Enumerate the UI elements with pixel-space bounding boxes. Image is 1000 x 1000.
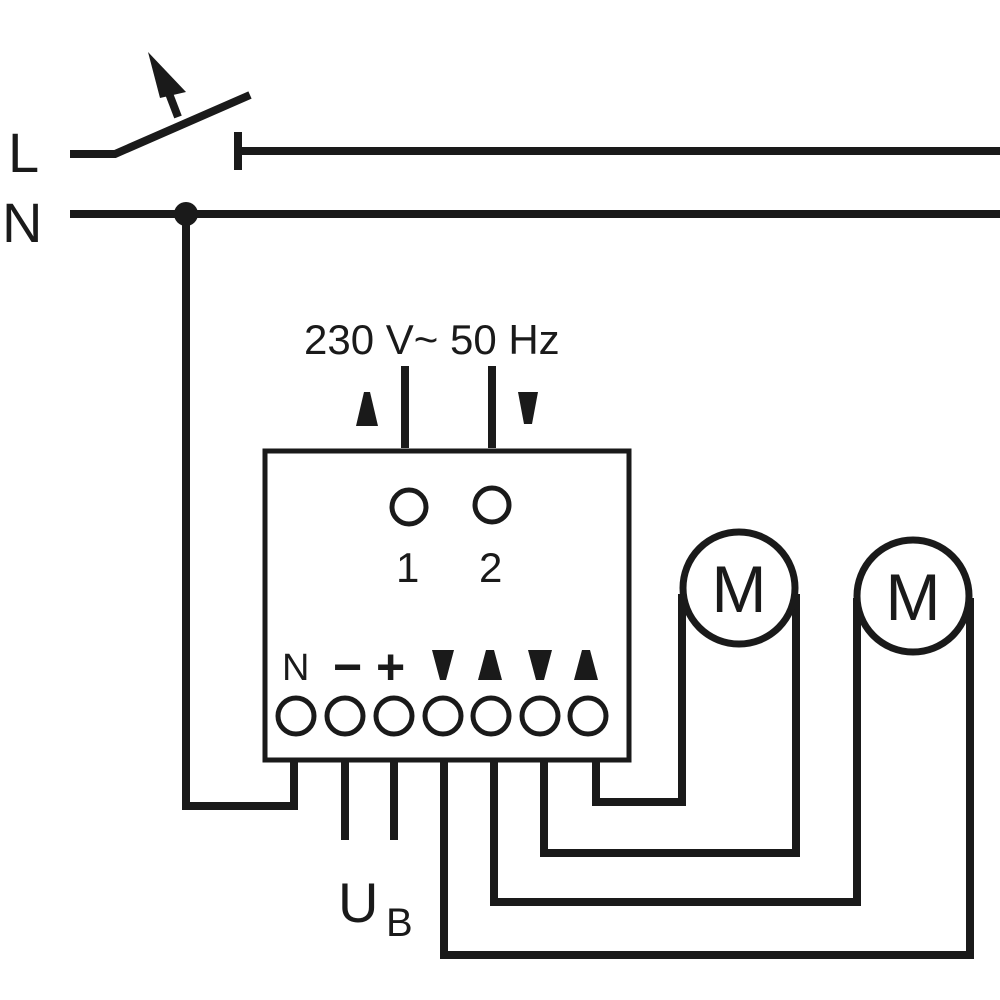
wire-N-to-actuator <box>182 214 298 810</box>
terminal-label-N: N <box>282 647 309 689</box>
terminal-plus <box>373 695 415 737</box>
terminal-down-2 <box>519 695 561 737</box>
wire-motor2-a <box>490 598 861 906</box>
ub-subscript: B <box>386 901 413 945</box>
up-arrow-icon <box>356 392 378 426</box>
terminal-up-2 <box>567 695 609 737</box>
terminal-up-arrow-icon <box>478 650 502 680</box>
supply-label: 230 V~ 50 Hz <box>304 316 560 363</box>
ub-label: U <box>338 871 378 934</box>
switch-lever <box>70 91 252 158</box>
motor-1-label: M <box>712 552 767 626</box>
input-terminal-1 <box>389 487 429 527</box>
wire-motor2-b <box>440 598 974 959</box>
wire-motor1-a <box>592 594 686 806</box>
terminal-down-arrow-icon-2 <box>528 650 552 680</box>
terminal-N <box>275 695 317 737</box>
input-label-2: 2 <box>479 544 502 591</box>
input-terminal-2 <box>472 485 512 525</box>
down-arrow-icon <box>518 392 538 424</box>
wire-motor1-b <box>540 594 800 857</box>
label-L: L <box>8 121 39 184</box>
terminal-label-plus: + <box>376 639 405 695</box>
terminal-label-minus: − <box>333 639 362 695</box>
motor-1 <box>679 528 799 648</box>
input-label-1: 1 <box>396 544 419 591</box>
terminal-down-1 <box>422 695 464 737</box>
motor-2-label: M <box>886 560 941 634</box>
actuator-box <box>262 448 632 763</box>
terminal-up-arrow-icon-2 <box>574 650 598 680</box>
label-N: N <box>2 191 42 254</box>
terminal-minus <box>324 695 366 737</box>
switch-arrow-icon <box>148 52 186 98</box>
terminal-up-1 <box>470 695 512 737</box>
motor-2 <box>853 536 973 656</box>
terminal-down-arrow-icon <box>432 650 454 680</box>
